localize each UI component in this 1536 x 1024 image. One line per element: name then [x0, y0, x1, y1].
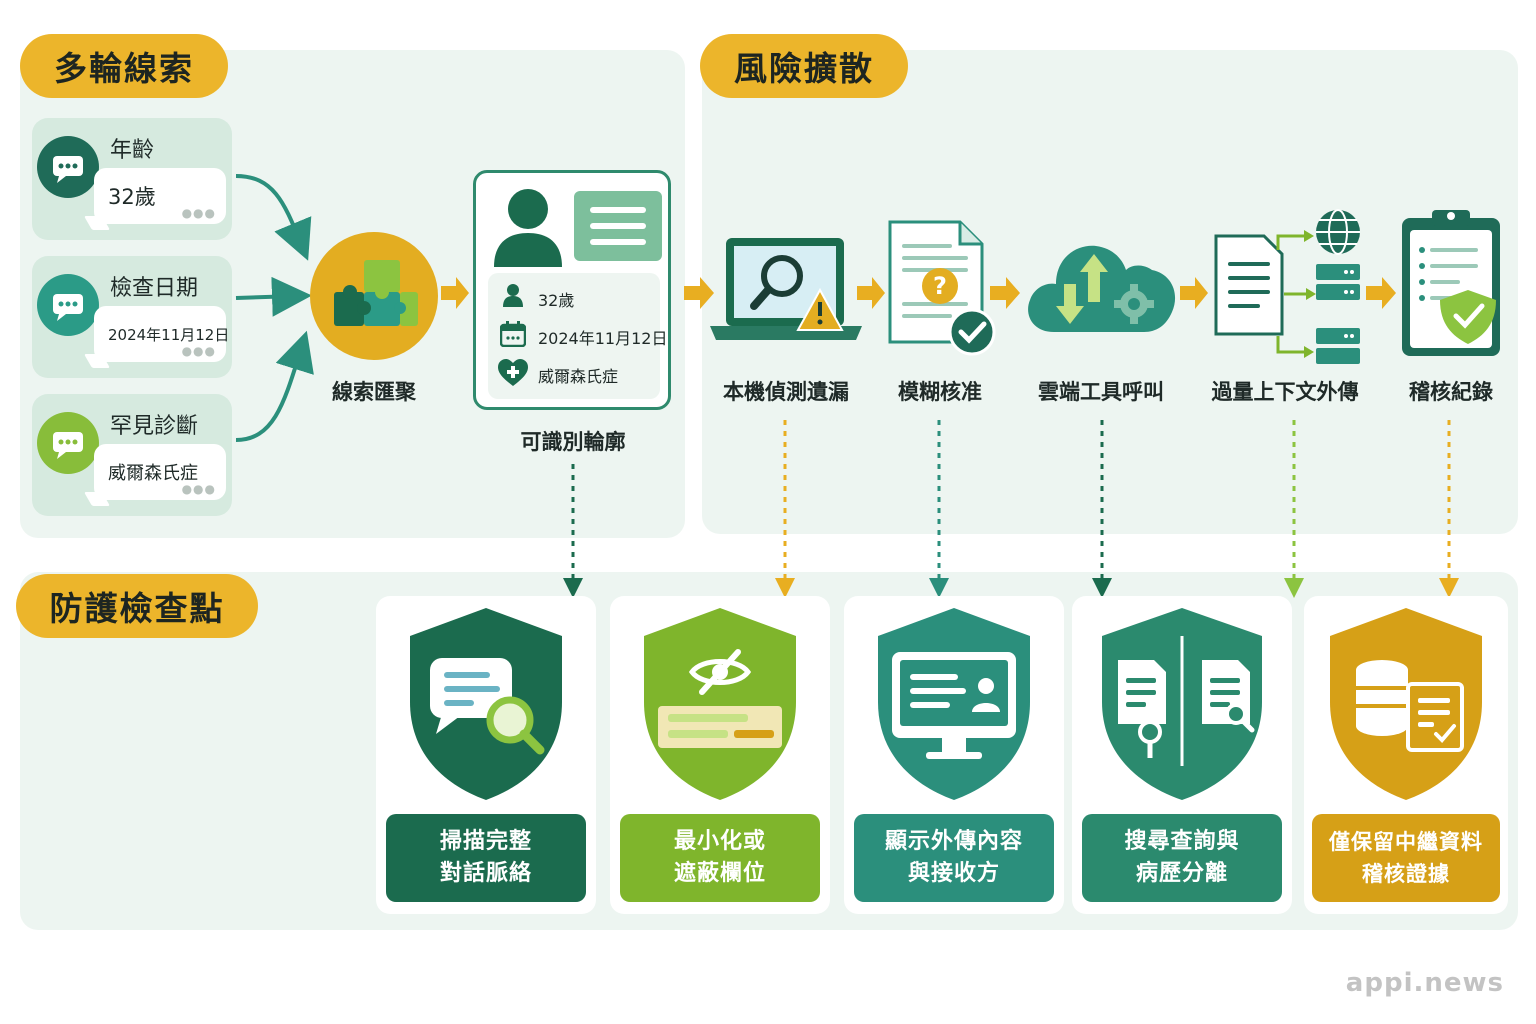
dotted-arrowhead-cloud	[1092, 578, 1112, 598]
guard-label-line1: 僅保留中繼資料	[1329, 830, 1483, 854]
guard-label: 搜尋查詢與病歷分離	[1082, 814, 1282, 902]
id-card-lines-icon	[574, 191, 662, 261]
person-avatar-icon	[488, 183, 568, 267]
risk-step-label-context-export: 過量上下文外傳	[1211, 380, 1359, 404]
guard-label: 僅保留中繼資料稽核證據	[1312, 814, 1500, 902]
dotted-arrowhead-audit	[1439, 578, 1459, 598]
shield-database-checklist-icon	[1326, 606, 1486, 802]
guard-label-line2: 遮蔽欄位	[673, 861, 766, 886]
profile-label: 可識別輪廓	[520, 430, 626, 454]
arrow-export-to-audit	[1366, 277, 1396, 309]
section-title-clues: 多輪線索	[20, 34, 228, 98]
guard-label-line1: 顯示外傳內容	[884, 829, 1023, 854]
guard-label-line2: 對話脈絡	[439, 861, 532, 886]
dotted-arrowhead-approve	[929, 578, 949, 598]
arrow-profile-to-detect	[684, 277, 714, 309]
clue-value-bubble: 威爾森氏症●●●	[83, 444, 226, 506]
dotted-arrowhead-export	[1284, 578, 1304, 598]
profile-diagnosis: 威爾森氏症	[538, 367, 619, 386]
connector-date	[235, 276, 312, 317]
clipboard-shield-icon	[1398, 206, 1504, 358]
clue-value: 威爾森氏症	[108, 463, 198, 484]
arrow-cloud-to-export	[1180, 277, 1208, 309]
clue-label: 罕見診斷	[110, 414, 199, 439]
person-icon	[502, 283, 524, 307]
svg-text:?: ?	[933, 272, 947, 300]
profile-exam-date: 2024年11月12日	[538, 329, 668, 348]
identifiable-profile-card: 32歲 2024年11月12日 威爾森氏症	[473, 170, 671, 410]
clue-label: 檢查日期	[110, 276, 199, 301]
guard-label: 掃描完整對話脈絡	[386, 814, 586, 902]
section-title-risk: 風險擴散	[700, 34, 908, 98]
guard-card-minimize-mask: 最小化或遮蔽欄位	[610, 596, 830, 914]
dotted-arrowhead-detect	[775, 578, 795, 598]
document-export-icon	[1212, 206, 1368, 372]
clue-value: 32歲	[108, 185, 156, 209]
chat-icon	[37, 412, 99, 474]
cloud-gear-icon	[1024, 228, 1178, 340]
aggregate-label: 線索匯聚	[332, 380, 416, 404]
guard-label-line2: 病歷分離	[1135, 861, 1228, 886]
risk-step-label-vague-approval: 模糊核准	[898, 380, 982, 404]
shield-monitor-icon	[874, 606, 1034, 802]
guard-label-line2: 稽核證據	[1362, 862, 1450, 886]
section-title-checkpoints: 防護檢查點	[16, 574, 258, 638]
guard-card-metadata-only: 僅保留中繼資料稽核證據	[1304, 596, 1508, 914]
clue-card-exam-date: 檢查日期 2024年11月12日●●●	[32, 256, 232, 378]
guard-card-show-recipient: 顯示外傳內容與接收方	[844, 596, 1064, 914]
clue-label: 年齡	[110, 138, 155, 163]
guard-card-separate-search: 搜尋查詢與病歷分離	[1072, 596, 1292, 914]
laptop-search-warning-icon	[710, 234, 862, 346]
clue-value-bubble: 32歲●●●	[83, 168, 226, 230]
shield-chat-search-icon	[406, 606, 566, 802]
arrow-approve-to-cloud	[990, 277, 1020, 309]
dotted-arrowhead-profile	[563, 578, 583, 598]
guard-card-scan-context: 掃描完整對話脈絡	[376, 596, 596, 914]
guard-label-line1: 最小化或	[673, 829, 766, 854]
guard-label-line1: 掃描完整	[439, 829, 532, 854]
arrow-detect-to-approve	[857, 277, 885, 309]
chat-icon	[37, 274, 99, 336]
chat-icon	[37, 136, 99, 198]
calendar-icon	[500, 321, 526, 347]
guard-label-line2: 與接收方	[907, 861, 1000, 886]
guard-label-line1: 搜尋查詢與	[1124, 829, 1240, 854]
profile-details: 32歲 2024年11月12日 威爾森氏症	[488, 273, 667, 399]
clue-card-age: 年齡 32歲●●●	[32, 118, 232, 240]
heart-medical-icon	[498, 359, 528, 387]
clue-card-rare-diagnosis: 罕見診斷 威爾森氏症●●●	[32, 394, 232, 516]
risk-step-label-audit-log: 稽核紀錄	[1409, 380, 1493, 404]
watermark: appi.news	[1345, 968, 1504, 998]
connector-diagnosis	[235, 330, 314, 442]
document-question-check-icon: ?	[886, 220, 1000, 360]
clue-value-bubble: 2024年11月12日●●●	[83, 306, 230, 368]
guard-label: 最小化或遮蔽欄位	[620, 814, 820, 902]
risk-step-label-cloud-tool-call: 雲端工具呼叫	[1038, 380, 1164, 404]
flow-connectors	[235, 174, 1459, 598]
risk-step-label-local-detection: 本機偵測遺漏	[723, 380, 849, 404]
clue-value: 2024年11月12日	[108, 325, 230, 344]
shield-documents-search-icon	[1098, 606, 1266, 802]
shield-eye-off-icon	[640, 606, 800, 802]
profile-age: 32歲	[538, 291, 575, 310]
puzzle-icon	[308, 230, 440, 362]
guard-label: 顯示外傳內容與接收方	[854, 814, 1054, 902]
arrow-aggregate-to-profile	[441, 277, 469, 309]
connector-age	[235, 174, 312, 261]
